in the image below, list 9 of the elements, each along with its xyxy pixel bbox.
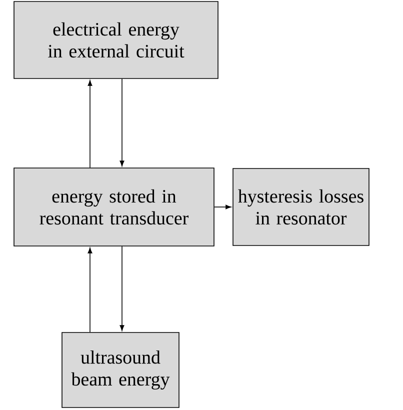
process-box: electrical energy in external circuit	[14, 1, 218, 79]
arrow	[120, 78, 124, 166]
process-box: hysteresis losses in resonator	[232, 168, 370, 246]
arrow	[120, 246, 124, 331]
arrow	[214, 204, 232, 210]
process-box: energy stored in resonant transducer	[14, 168, 214, 246]
arrow	[88, 248, 92, 332]
arrow	[88, 80, 92, 168]
process-box: ultrasound beam energy	[62, 332, 180, 408]
